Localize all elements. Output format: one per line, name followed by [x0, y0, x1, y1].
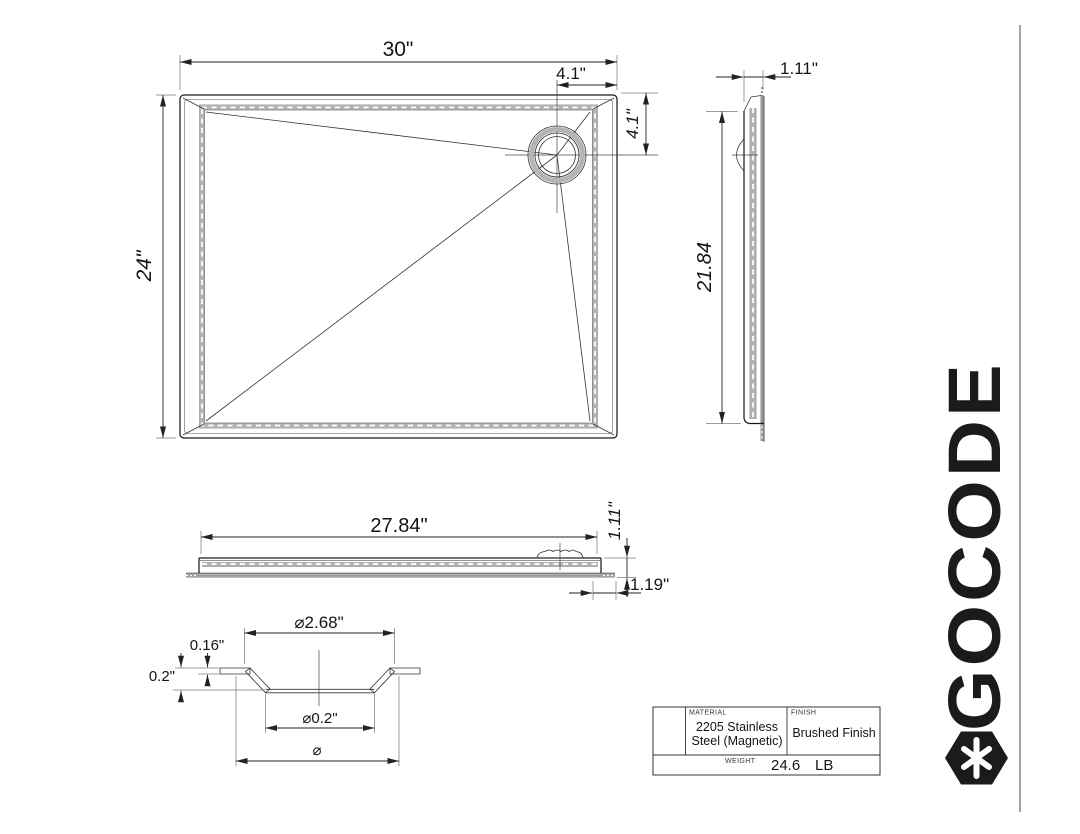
dim-front-edge: 1.19": [569, 575, 669, 600]
dim-top-width: 30": [179, 38, 618, 90]
finish-label: FINISH: [791, 710, 816, 717]
drain-detail-view: ⌀2.68" 0.16" 0.2" ⌀0.2" ⌀: [149, 613, 421, 766]
finish-value: Brushed Finish: [792, 726, 875, 740]
dim-label-front-width: 27.84": [370, 515, 427, 537]
weight-value: 24.6: [771, 757, 800, 774]
dim-front-width: 27.84": [200, 515, 598, 554]
weight-label: WEIGHT: [725, 758, 756, 765]
dim-label-drain-x: 4.1": [556, 64, 586, 83]
side-view: 1.11" 21.84: [694, 59, 818, 442]
dim-detail-top-dia: ⌀2.68": [244, 613, 395, 664]
title-block: MATERIAL 2205 Stainless Steel (Magnetic)…: [652, 706, 881, 776]
brand-wordmark: GOCODE: [933, 361, 1016, 731]
dim-label-depth: 0.2": [149, 668, 175, 685]
brand-hexagon-icon: [945, 731, 1008, 785]
dim-side-thickness: 1.11": [716, 59, 818, 102]
dim-label-top-dia: ⌀2.68": [294, 613, 343, 632]
front-view: 27.84" 1.11" 1.19": [186, 501, 669, 600]
drain-circle: [505, 80, 658, 213]
material-value-line1: 2205 Stainless: [696, 720, 778, 734]
dim-label-front-height: 1.11": [605, 501, 624, 540]
dim-label-thickness: 0.16": [190, 637, 225, 654]
brand-logo: GOCODE: [933, 25, 1021, 812]
flange-right-section: [389, 667, 421, 675]
dim-label-side-height: 21.84: [694, 242, 716, 293]
material-value-line2: Steel (Magnetic): [691, 734, 782, 748]
weight-unit: LB: [815, 757, 833, 774]
dim-detail-depth: 0.2": [149, 653, 265, 703]
material-label: MATERIAL: [689, 710, 727, 717]
dim-label-front-edge: 1.19": [630, 575, 669, 594]
top-view: 30" 4.1" 24" 4.1": [133, 38, 658, 439]
dim-label-bottom-dia: ⌀0.2": [302, 710, 337, 727]
dim-side-height: 21.84: [694, 111, 741, 424]
dim-detail-outer-dia: ⌀: [235, 676, 400, 766]
dim-label-side-thickness: 1.11": [780, 59, 818, 78]
dim-detail-thickness: 0.16": [175, 637, 225, 687]
dim-drain-offset-x: 4.1": [556, 64, 617, 88]
dim-label-top-height: 24": [133, 249, 156, 282]
dim-top-height: 24": [133, 94, 176, 439]
dim-label-top-width: 30": [383, 38, 414, 61]
flange-left-section: [219, 667, 251, 675]
dim-drain-offset-y: 4.1": [621, 92, 658, 155]
front-drain-bump: [536, 549, 584, 559]
slope-lines: [205, 111, 591, 422]
dim-label-drain-y: 4.1": [623, 108, 642, 139]
dim-detail-bottom-dia: ⌀0.2": [265, 694, 375, 733]
dim-label-outer-dia: ⌀: [312, 742, 321, 759]
